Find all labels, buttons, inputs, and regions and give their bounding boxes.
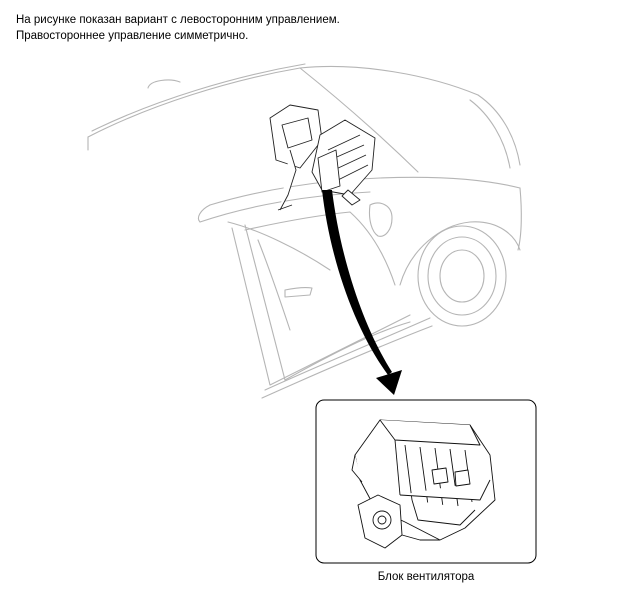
note-line-1: На рисунке показан вариант с левосторонн… [16,14,340,26]
hvac-module-drawing [269,104,376,211]
diagram-note: На рисунке показан вариант с левосторонн… [16,12,340,44]
callout-arrow [322,190,402,395]
blower-unit-drawing [351,419,496,549]
note-line-2: Правостороннее управление симметрично. [16,30,249,42]
callout-frame [315,399,537,564]
callout-caption: Блок вентилятора [377,571,475,583]
